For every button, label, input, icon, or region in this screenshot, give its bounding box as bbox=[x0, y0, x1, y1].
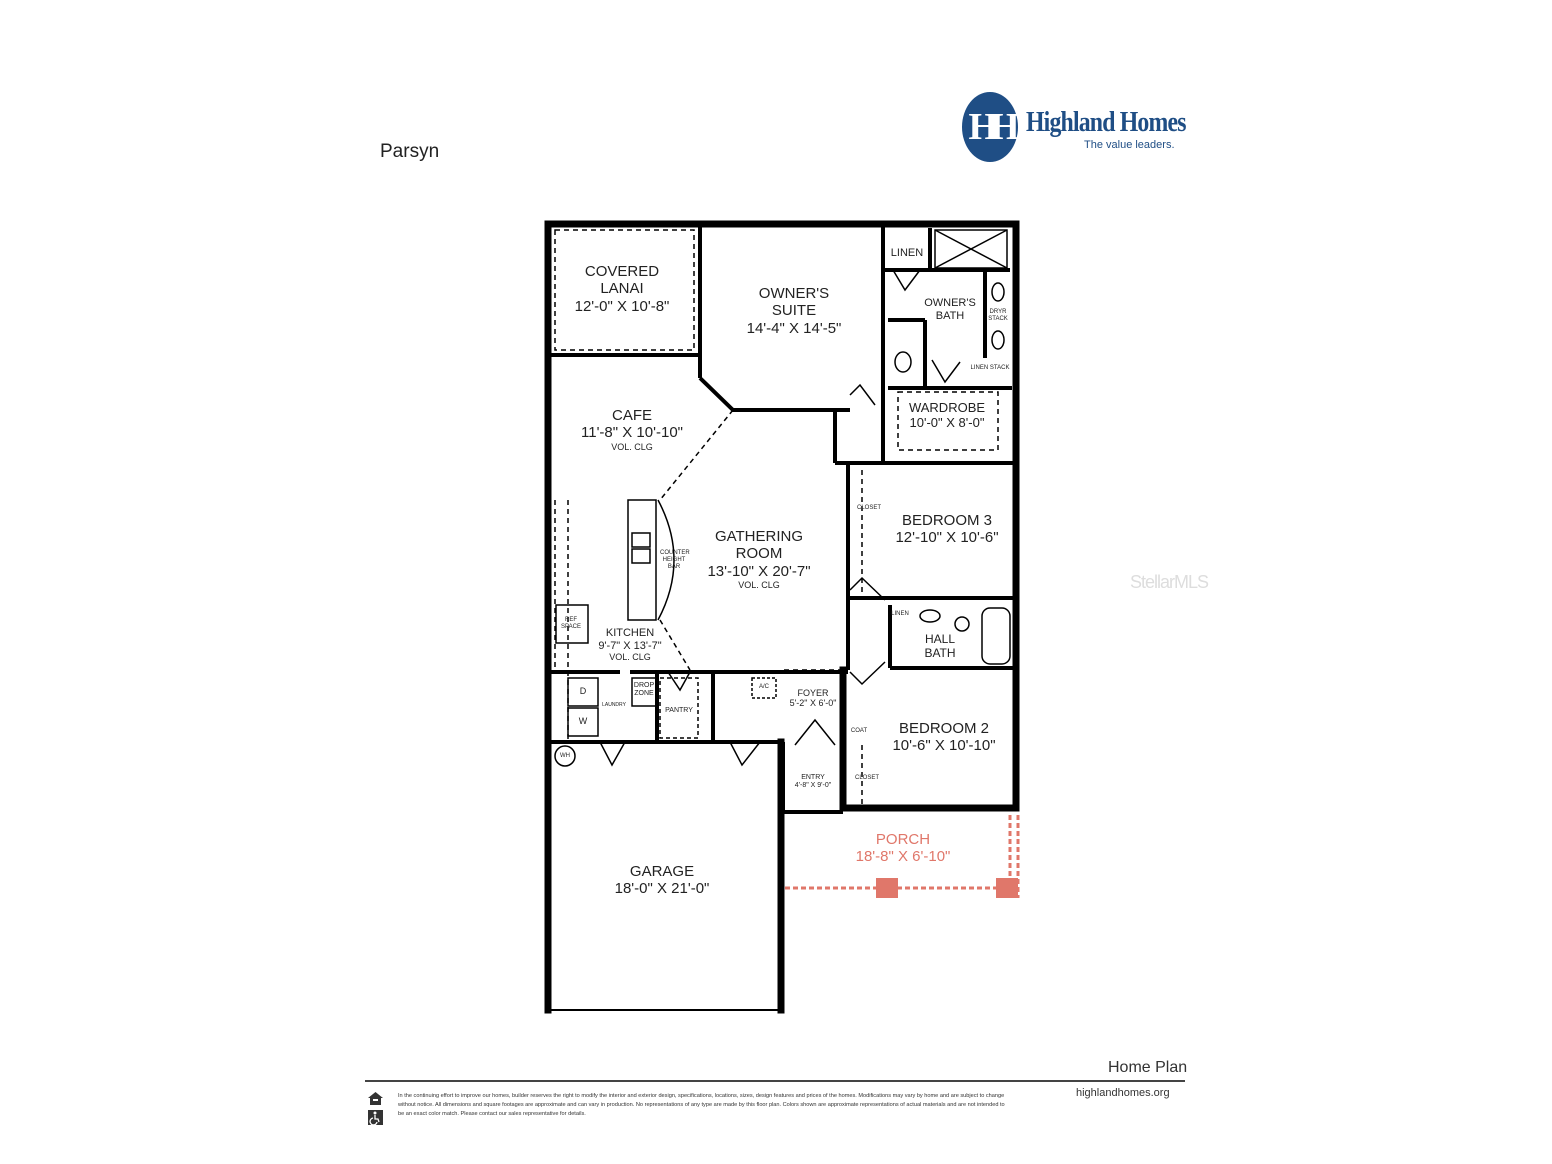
room-wardrobe: WARDROBE 10'-0" X 8'-0" bbox=[908, 400, 986, 431]
room-name: HALL bbox=[924, 632, 956, 646]
room-name: SUITE bbox=[771, 302, 817, 320]
accessibility-icon bbox=[368, 1110, 383, 1125]
room-name: KITCHEN bbox=[605, 627, 655, 639]
laundry-label: LAUNDRY bbox=[602, 702, 626, 708]
room-name: COVERED bbox=[584, 263, 660, 280]
dashed-lines bbox=[554, 229, 999, 805]
room-name: CAFE bbox=[611, 407, 652, 424]
room-name: GARAGE bbox=[629, 863, 695, 880]
logo-mark: HH bbox=[962, 92, 1020, 162]
room-name: BEDROOM 2 bbox=[898, 720, 990, 737]
room-size: 12'-0" X 10'-8" bbox=[574, 297, 670, 315]
room-name: BEDROOM 3 bbox=[901, 512, 993, 529]
room-hall-bath: HALL BATH bbox=[924, 632, 956, 661]
room-owners-bath: OWNER'S BATH bbox=[924, 297, 976, 322]
ref-space-label: REF SPACE bbox=[561, 617, 581, 630]
ac-label: A/C bbox=[758, 684, 770, 690]
room-size: 9'-7" X 13'-7" bbox=[598, 639, 662, 652]
room-size: 10'-6" X 10'-10" bbox=[892, 737, 996, 755]
room-name: ROOM bbox=[735, 545, 783, 563]
room-name: OWNER'S bbox=[924, 297, 976, 309]
counter-label: COUNTER HEIGHT BAR bbox=[660, 550, 690, 570]
room-name: PORCH bbox=[875, 831, 931, 848]
room-name: ZONE bbox=[634, 690, 654, 698]
coat-closet-label: COAT bbox=[850, 728, 868, 734]
porch-column bbox=[996, 878, 1018, 898]
hall-linen-label: LINEN bbox=[891, 611, 909, 617]
room-bedroom-2: BEDROOM 2 10'-6" X 10'-10" bbox=[892, 720, 995, 755]
plan-name: Parsyn bbox=[380, 141, 440, 162]
room-covered-lanai: COVERED LANAI 12'-0" X 10'-8" bbox=[575, 263, 670, 315]
room-gathering-room: GATHERING ROOM 13'-10" X 20'-7" VOL. CLG bbox=[707, 528, 810, 590]
disclaimer: In the continuing effort to improve our … bbox=[398, 1093, 1005, 1117]
dryer-label: D bbox=[579, 686, 587, 696]
room-size: 18'-0" X 21'-0" bbox=[614, 880, 710, 898]
room-garage: GARAGE 18'-0" X 21'-0" bbox=[615, 863, 710, 898]
room-size: 13'-10" X 20'-7" bbox=[707, 562, 811, 580]
ceiling-note: VOL. CLG bbox=[738, 579, 780, 590]
room-name: BATH bbox=[935, 309, 965, 322]
room-linen: LINEN bbox=[890, 247, 924, 259]
room-size: 18'-8" X 6'-10" bbox=[855, 848, 951, 866]
dryer-stack-label: DRYR STACK bbox=[988, 309, 1008, 322]
room-kitchen: KITCHEN 9'-7" X 13'-7" VOL. CLG bbox=[598, 627, 661, 663]
room-foyer: FOYER 5'-2" X 6'-0" bbox=[790, 688, 837, 709]
drop-zone-label: DROP ZONE bbox=[634, 682, 654, 698]
porch-column bbox=[876, 878, 898, 898]
bedroom2-closet-label: CLOSET bbox=[854, 775, 880, 781]
logo-tagline: The value leaders. bbox=[1084, 139, 1175, 151]
room-size: 4'-8" X 9'-0" bbox=[794, 782, 832, 790]
room-name: WARDROBE bbox=[908, 400, 986, 415]
ceiling-note: VOL. CLG bbox=[611, 441, 653, 452]
ceiling-note: VOL. CLG bbox=[609, 652, 651, 663]
room-name: OWNER'S bbox=[758, 285, 830, 302]
bedroom3-closet-label: CLOSET bbox=[856, 505, 882, 511]
room-entry: ENTRY 4'-8" X 9'-0" bbox=[795, 774, 831, 790]
room-size: 12'-10" X 10'-6" bbox=[895, 529, 999, 547]
equal-housing-icon bbox=[368, 1092, 383, 1105]
pantry-label: PANTRY bbox=[665, 707, 693, 714]
room-name: LANAI bbox=[600, 280, 644, 298]
highland-homes-logo: HH Highland Homes The value leaders. bbox=[962, 92, 1192, 164]
washer-label: W bbox=[578, 716, 588, 726]
water-heater-label: WH bbox=[560, 753, 570, 759]
fixtures bbox=[554, 229, 1011, 767]
footer-title: Home Plan bbox=[1108, 1059, 1188, 1076]
room-name: ENTRY bbox=[801, 774, 825, 781]
room-porch: PORCH 18'-8" X 6'-10" bbox=[856, 831, 951, 866]
room-bedroom-3: BEDROOM 3 12'-10" X 10'-6" bbox=[895, 512, 998, 547]
watermark: StellarMLS bbox=[1130, 572, 1209, 592]
room-size: 5'-2" X 6'-0" bbox=[789, 698, 837, 709]
room-cafe: CAFE 11'-8" X 10'-10" VOL. CLG bbox=[581, 407, 683, 452]
room-size: 10'-0" X 8'-0" bbox=[909, 414, 985, 430]
room-name: FOYER bbox=[797, 688, 829, 698]
footer-divider bbox=[365, 1080, 1185, 1082]
room-size: 14'-4" X 14'-5" bbox=[746, 319, 842, 337]
room-name: DROP bbox=[633, 682, 655, 689]
room-owners-suite: OWNER'S SUITE 14'-4" X 14'-5" bbox=[747, 285, 842, 337]
website-link[interactable]: highlandhomes.org bbox=[1076, 1087, 1170, 1099]
logo-name: Highland Homes bbox=[1026, 106, 1186, 138]
linen-stack-label: LINEN STACK bbox=[970, 365, 1010, 371]
room-name: BATH bbox=[924, 645, 956, 660]
room-name: GATHERING bbox=[714, 528, 804, 545]
room-size: 11'-8" X 10'-10" bbox=[581, 424, 683, 442]
